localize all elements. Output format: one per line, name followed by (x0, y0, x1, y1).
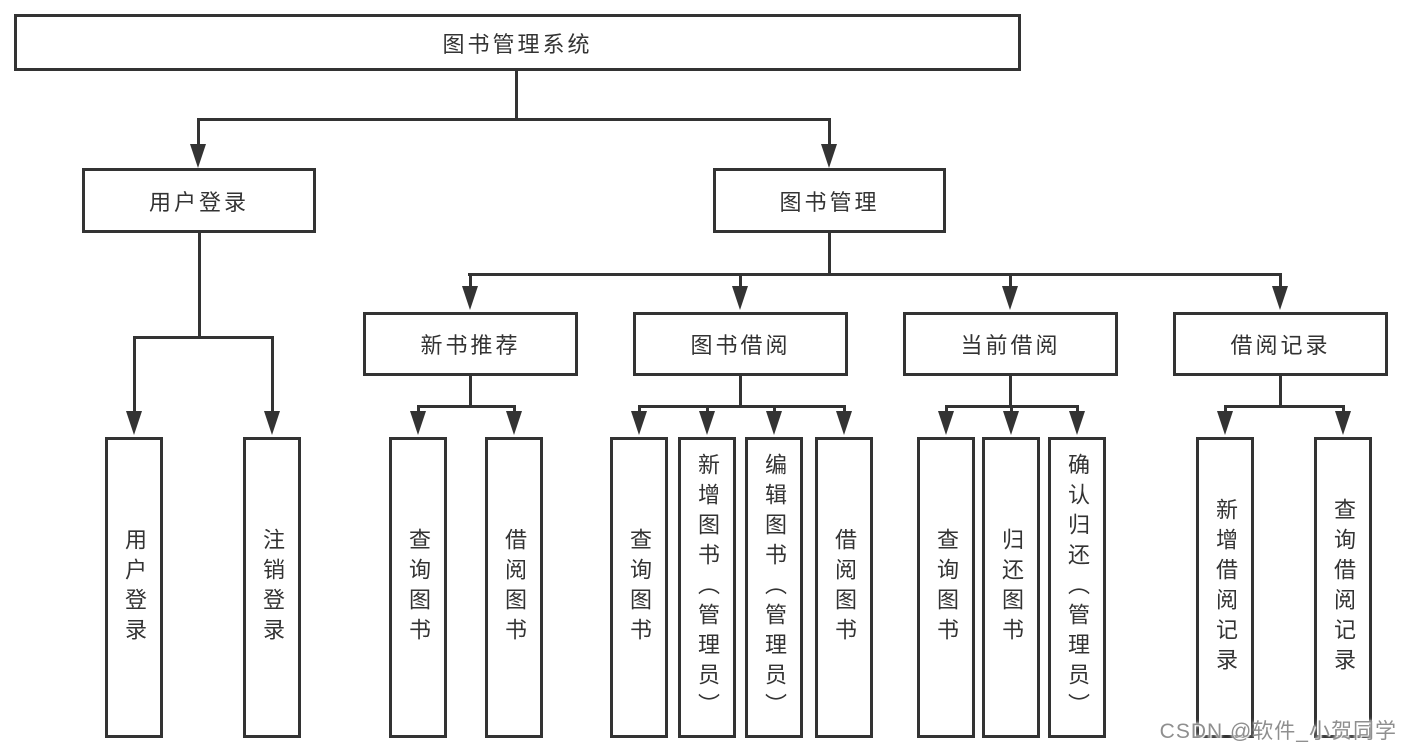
leaf-nb-borrow-books-label: 借阅图书 (502, 527, 527, 648)
node-user-login-label: 用户登录 (148, 189, 249, 215)
arrowhead-cb-query (938, 411, 954, 435)
leaf-user-login-label: 用户登录 (122, 527, 147, 648)
leaf-cb-query-books-label: 查询图书 (934, 527, 959, 648)
node-borrow-record-label: 借阅记录 (1230, 333, 1331, 358)
node-book-borrow-label: 图书借阅 (690, 333, 791, 358)
connector-book-management-hbar (468, 273, 1282, 276)
connector-root-drop (515, 71, 518, 118)
arrow-line-new-book (469, 273, 472, 288)
leaf-bb-borrow-books: 借阅图书 (815, 437, 873, 738)
arrowhead-leaf-login (126, 411, 142, 435)
arrow-line-bb-query (638, 405, 641, 413)
leaf-cb-confirm-return-admin-label: 确认归还（管理员） (1065, 452, 1090, 723)
connector-user-login-hbar (133, 336, 273, 339)
leaf-br-add-record: 新增借阅记录 (1196, 437, 1254, 738)
connector-book-borrow-drop (739, 376, 742, 405)
arrowhead-book-management (821, 144, 837, 168)
leaf-br-query-record: 查询借阅记录 (1314, 437, 1372, 738)
node-book-management-label: 图书管理 (779, 189, 880, 215)
leaf-bb-query-books-label: 查询图书 (627, 527, 652, 648)
arrow-line-bb-borrow (843, 405, 846, 413)
connector-root-hbar (197, 118, 831, 121)
connector-user-login-drop (198, 233, 201, 336)
arrowhead-borrow-record (1272, 286, 1288, 310)
leaf-br-query-record-label: 查询借阅记录 (1331, 497, 1356, 678)
arrow-line-cb-return (1010, 405, 1013, 413)
leaf-bb-query-books: 查询图书 (610, 437, 668, 738)
arrow-line-book-borrow (739, 273, 742, 288)
arrowhead-cb-confirm (1069, 411, 1085, 435)
leaf-logout-login: 注销登录 (243, 437, 301, 738)
leaf-bb-add-books-admin-label: 新增图书（管理员） (695, 452, 720, 723)
leaf-cb-query-books: 查询图书 (917, 437, 975, 738)
arrowhead-user-login (190, 144, 206, 168)
node-new-book-recommend: 新书推荐 (363, 312, 578, 376)
arrowhead-current-borrow (1002, 286, 1018, 310)
node-user-login: 用户登录 (82, 168, 316, 233)
arrowhead-bb-add (699, 411, 715, 435)
leaf-nb-query-books: 查询图书 (389, 437, 447, 738)
arrowhead-br-query (1335, 411, 1351, 435)
arrow-line-br-query (1342, 405, 1345, 413)
arrowhead-bb-query (631, 411, 647, 435)
leaf-nb-query-books-label: 查询图书 (406, 527, 431, 648)
leaf-nb-borrow-books: 借阅图书 (485, 437, 543, 738)
node-root: 图书管理系统 (14, 14, 1021, 71)
node-borrow-record: 借阅记录 (1173, 312, 1388, 376)
arrowhead-bb-edit (766, 411, 782, 435)
node-new-book-recommend-label: 新书推荐 (420, 333, 521, 358)
arrowhead-new-book (462, 286, 478, 310)
arrowhead-br-add (1217, 411, 1233, 435)
leaf-cb-confirm-return-admin: 确认归还（管理员） (1048, 437, 1106, 738)
arrow-line-bb-edit (773, 405, 776, 413)
node-root-label: 图书管理系统 (442, 31, 593, 57)
arrowhead-cb-return (1003, 411, 1019, 435)
arrow-line-cb-confirm (1076, 405, 1079, 413)
arrowhead-leaf-logout (264, 411, 280, 435)
connector-book-borrow-hbar (638, 405, 846, 408)
node-book-management: 图书管理 (713, 168, 946, 233)
connector-new-book-drop (469, 376, 472, 405)
connector-borrow-record-hbar (1224, 405, 1345, 408)
arrow-line-user-login (197, 118, 200, 146)
connector-new-book-hbar (417, 405, 516, 408)
arrowhead-bb-borrow (836, 411, 852, 435)
node-book-borrow: 图书借阅 (633, 312, 848, 376)
arrow-line-current-borrow (1009, 273, 1012, 288)
arrowhead-book-borrow (732, 286, 748, 310)
connector-book-management-drop (828, 233, 831, 273)
node-current-borrow: 当前借阅 (903, 312, 1118, 376)
arrowhead-nb-query (410, 411, 426, 435)
leaf-cb-return-books: 归还图书 (982, 437, 1040, 738)
arrow-line-book-management (828, 118, 831, 146)
arrow-line-borrow-record (1279, 273, 1282, 288)
arrow-line-nb-query (417, 405, 420, 413)
arrow-line-nb-borrow (513, 405, 516, 413)
csdn-watermark: CSDN @软件_小贺同学 (1159, 720, 1397, 743)
node-current-borrow-label: 当前借阅 (960, 333, 1061, 358)
leaf-bb-borrow-books-label: 借阅图书 (832, 527, 857, 648)
leaf-bb-edit-books-admin: 编辑图书（管理员） (745, 437, 803, 738)
connector-current-borrow-drop (1009, 376, 1012, 405)
connector-borrow-record-drop (1279, 376, 1282, 405)
leaf-cb-return-books-label: 归还图书 (999, 527, 1024, 648)
arrow-line-bb-add (706, 405, 709, 413)
leaf-bb-add-books-admin: 新增图书（管理员） (678, 437, 736, 738)
arrow-line-leaf-login (133, 336, 136, 413)
leaf-br-add-record-label: 新增借阅记录 (1213, 497, 1238, 678)
arrowhead-nb-borrow (506, 411, 522, 435)
leaf-user-login: 用户登录 (105, 437, 163, 738)
leaf-bb-edit-books-admin-label: 编辑图书（管理员） (762, 452, 787, 723)
leaf-logout-login-label: 注销登录 (260, 527, 285, 648)
arrow-line-cb-query (945, 405, 948, 413)
arrow-line-leaf-logout (271, 336, 274, 413)
arrow-line-br-add (1224, 405, 1227, 413)
